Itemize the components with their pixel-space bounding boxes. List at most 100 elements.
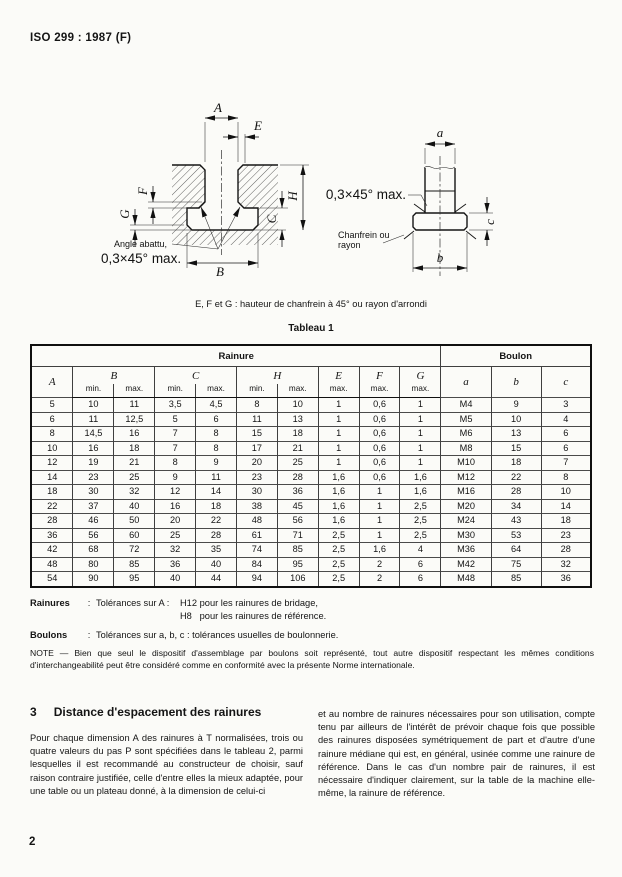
table-cell: 22 <box>490 469 542 485</box>
table-cell: 21 <box>276 440 319 456</box>
body-column-right: et au nombre de rainures nécessaires pou… <box>318 709 595 799</box>
table-cell: M10 <box>440 455 492 470</box>
table-cell: 7 <box>540 455 591 470</box>
table-cell: 50 <box>113 513 155 528</box>
table-cell: 18 <box>195 498 237 514</box>
table-cell: 4,5 <box>195 397 237 412</box>
table-cell: 5 <box>30 397 73 412</box>
table-cell: 60 <box>113 527 155 543</box>
table-cell: 25 <box>113 469 155 485</box>
col-header-B: B <box>72 366 155 384</box>
dim-label-c: c <box>482 219 497 225</box>
table-cell: M5 <box>440 411 492 427</box>
dim-label-b: b <box>437 250 444 265</box>
table-cell: 37 <box>72 498 114 514</box>
table-cell: 32 <box>540 556 591 572</box>
standard-reference: ISO 299 : 1987 (F) <box>30 32 132 44</box>
table-cell: 2,5 <box>399 498 441 514</box>
table-cell: 13 <box>490 426 542 441</box>
table-cell: 15 <box>490 440 542 456</box>
table-cell: 4 <box>399 542 441 557</box>
table-cell: M6 <box>440 426 492 441</box>
section-title: Distance d'espacement des rainures <box>53 705 262 719</box>
table-cell: 16 <box>154 498 196 514</box>
table-cell: 1 <box>358 513 400 528</box>
subheader-E-max: max. <box>317 384 360 398</box>
table-cell: 2,5 <box>317 556 360 572</box>
table-cell: 5 <box>154 411 196 427</box>
tolerance-rainures-label: Rainures <box>30 598 70 608</box>
col-header-bolt-c: c <box>540 366 591 398</box>
t-bolt-figure: a c b 0,3×45° max. Chanfrein ou rayon <box>326 125 497 276</box>
table-cell: 8 <box>235 397 278 412</box>
tolerance-rainures-values: H12 pour les rainures de bridage, H8 pou… <box>180 597 326 623</box>
subheader-G-max: max. <box>399 384 441 398</box>
table-cell: 0,6 <box>358 426 400 441</box>
tolerance-note-rainures: Rainures : Tolérances sur A : H12 pour l… <box>30 597 592 623</box>
table-cell: 7 <box>154 440 196 456</box>
table-cell: 32 <box>154 542 196 557</box>
table-cell: 61 <box>235 527 278 543</box>
table-cell: 0,6 <box>358 411 400 427</box>
table-cell: M42 <box>440 556 492 572</box>
table-cell: 14 <box>540 498 591 514</box>
table-cell: M12 <box>440 469 492 485</box>
table-cell: 6 <box>540 426 591 441</box>
table-cell: 11 <box>195 469 237 485</box>
table-cell: 36 <box>540 571 591 587</box>
table-cell: 106 <box>276 571 319 587</box>
table-cell: 16 <box>72 440 114 456</box>
col-header-A: A <box>30 366 73 398</box>
table-cell: 10 <box>540 484 591 499</box>
table-cell: 6 <box>399 556 441 572</box>
table-cell: 4 <box>540 411 591 427</box>
table-cell: 6 <box>399 571 441 587</box>
table-cell: 1 <box>317 426 360 441</box>
table-cell: 25 <box>154 527 196 543</box>
table-cell: 12,5 <box>113 411 155 427</box>
table-cell: 1,6 <box>317 484 360 499</box>
table-cell: 43 <box>490 513 542 528</box>
dim-label-B: B <box>216 264 224 279</box>
table-cell: 22 <box>30 498 73 514</box>
dim-label-A: A <box>213 100 222 115</box>
table-cell: 28 <box>276 469 319 485</box>
dim-label-a: a <box>437 125 444 140</box>
table-cell: 35 <box>195 542 237 557</box>
table-cell: 1 <box>358 484 400 499</box>
table-cell: 19 <box>72 455 114 470</box>
table-cell: 40 <box>195 556 237 572</box>
table-cell: 48 <box>235 513 278 528</box>
table-cell: 8 <box>154 455 196 470</box>
table-cell: 2 <box>358 556 400 572</box>
t-slot-figure: A E F G H C B Angle abattu, <box>101 100 309 279</box>
table-cell: 18 <box>540 513 591 528</box>
table-cell: 20 <box>154 513 196 528</box>
table-cell: 1 <box>317 411 360 427</box>
table-cell: 85 <box>276 542 319 557</box>
table-cell: 1 <box>317 440 360 456</box>
subheader-H-min: min. <box>235 384 278 398</box>
col-group-boulon: Boulon <box>440 345 591 367</box>
col-header-E: E <box>317 366 360 384</box>
dim-label-G: G <box>117 209 132 219</box>
table-cell: 9 <box>154 469 196 485</box>
chamfer-or-radius-label-line1: Chanfrein ou <box>338 230 390 240</box>
table-cell: 6 <box>30 411 73 427</box>
table-cell: 2,5 <box>317 542 360 557</box>
table-cell: 28 <box>490 484 542 499</box>
table-cell: 7 <box>154 426 196 441</box>
bolt-head-outline <box>412 212 468 231</box>
table-cell: 1 <box>399 440 441 456</box>
table-cell: 48 <box>30 556 73 572</box>
technical-drawings: A E F G H C B Angle abattu, <box>101 100 497 279</box>
table-cell: 6 <box>195 411 237 427</box>
general-note: NOTE — Bien que seul le dispositif d'ass… <box>30 648 594 670</box>
table-cell: 12 <box>154 484 196 499</box>
tolerance-note-boulons: Boulons : Tolérances sur a, b, c : tolér… <box>30 629 592 642</box>
